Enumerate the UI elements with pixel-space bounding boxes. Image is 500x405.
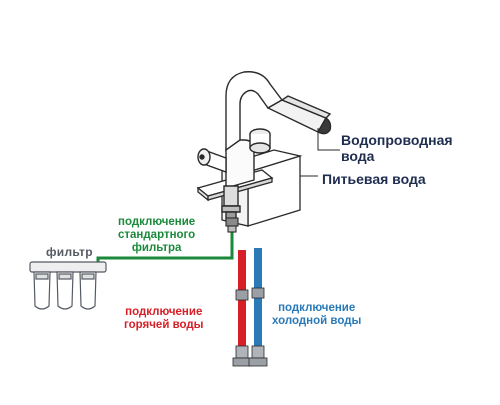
filter-unit	[29, 261, 107, 310]
cold-water-label-line1: подключение	[278, 302, 356, 314]
leader-lines	[300, 128, 340, 177]
cold-water-label-line2: холодной воды	[272, 315, 362, 327]
standard-filter-label-line2: стандартного	[118, 229, 196, 241]
standard-filter-label: подключение стандартного фильтра	[118, 216, 195, 255]
standard-filter-label-line3: фильтра	[131, 242, 182, 254]
hot-water-label: подключение горячей воды	[124, 306, 204, 332]
cold-water-label: подключение холодной воды	[272, 302, 361, 328]
standard-filter-label-line1: подключение	[118, 216, 196, 228]
tap-water-label: Водопроводная вода	[341, 132, 453, 164]
hot-water-hose	[232, 250, 252, 367]
hot-water-label-line1: подключение	[125, 306, 203, 318]
faucet	[197, 71, 332, 221]
tap-water-label-line1: Водопроводная	[341, 132, 453, 148]
drinking-water-label: Питьевая вода	[322, 171, 426, 187]
filter-connector	[225, 217, 239, 233]
tap-water-label-line2: вода	[341, 148, 375, 164]
hot-water-label-line2: горячей воды	[124, 319, 204, 331]
cold-water-hose	[248, 248, 268, 367]
filter-label: фильтр	[46, 245, 93, 259]
